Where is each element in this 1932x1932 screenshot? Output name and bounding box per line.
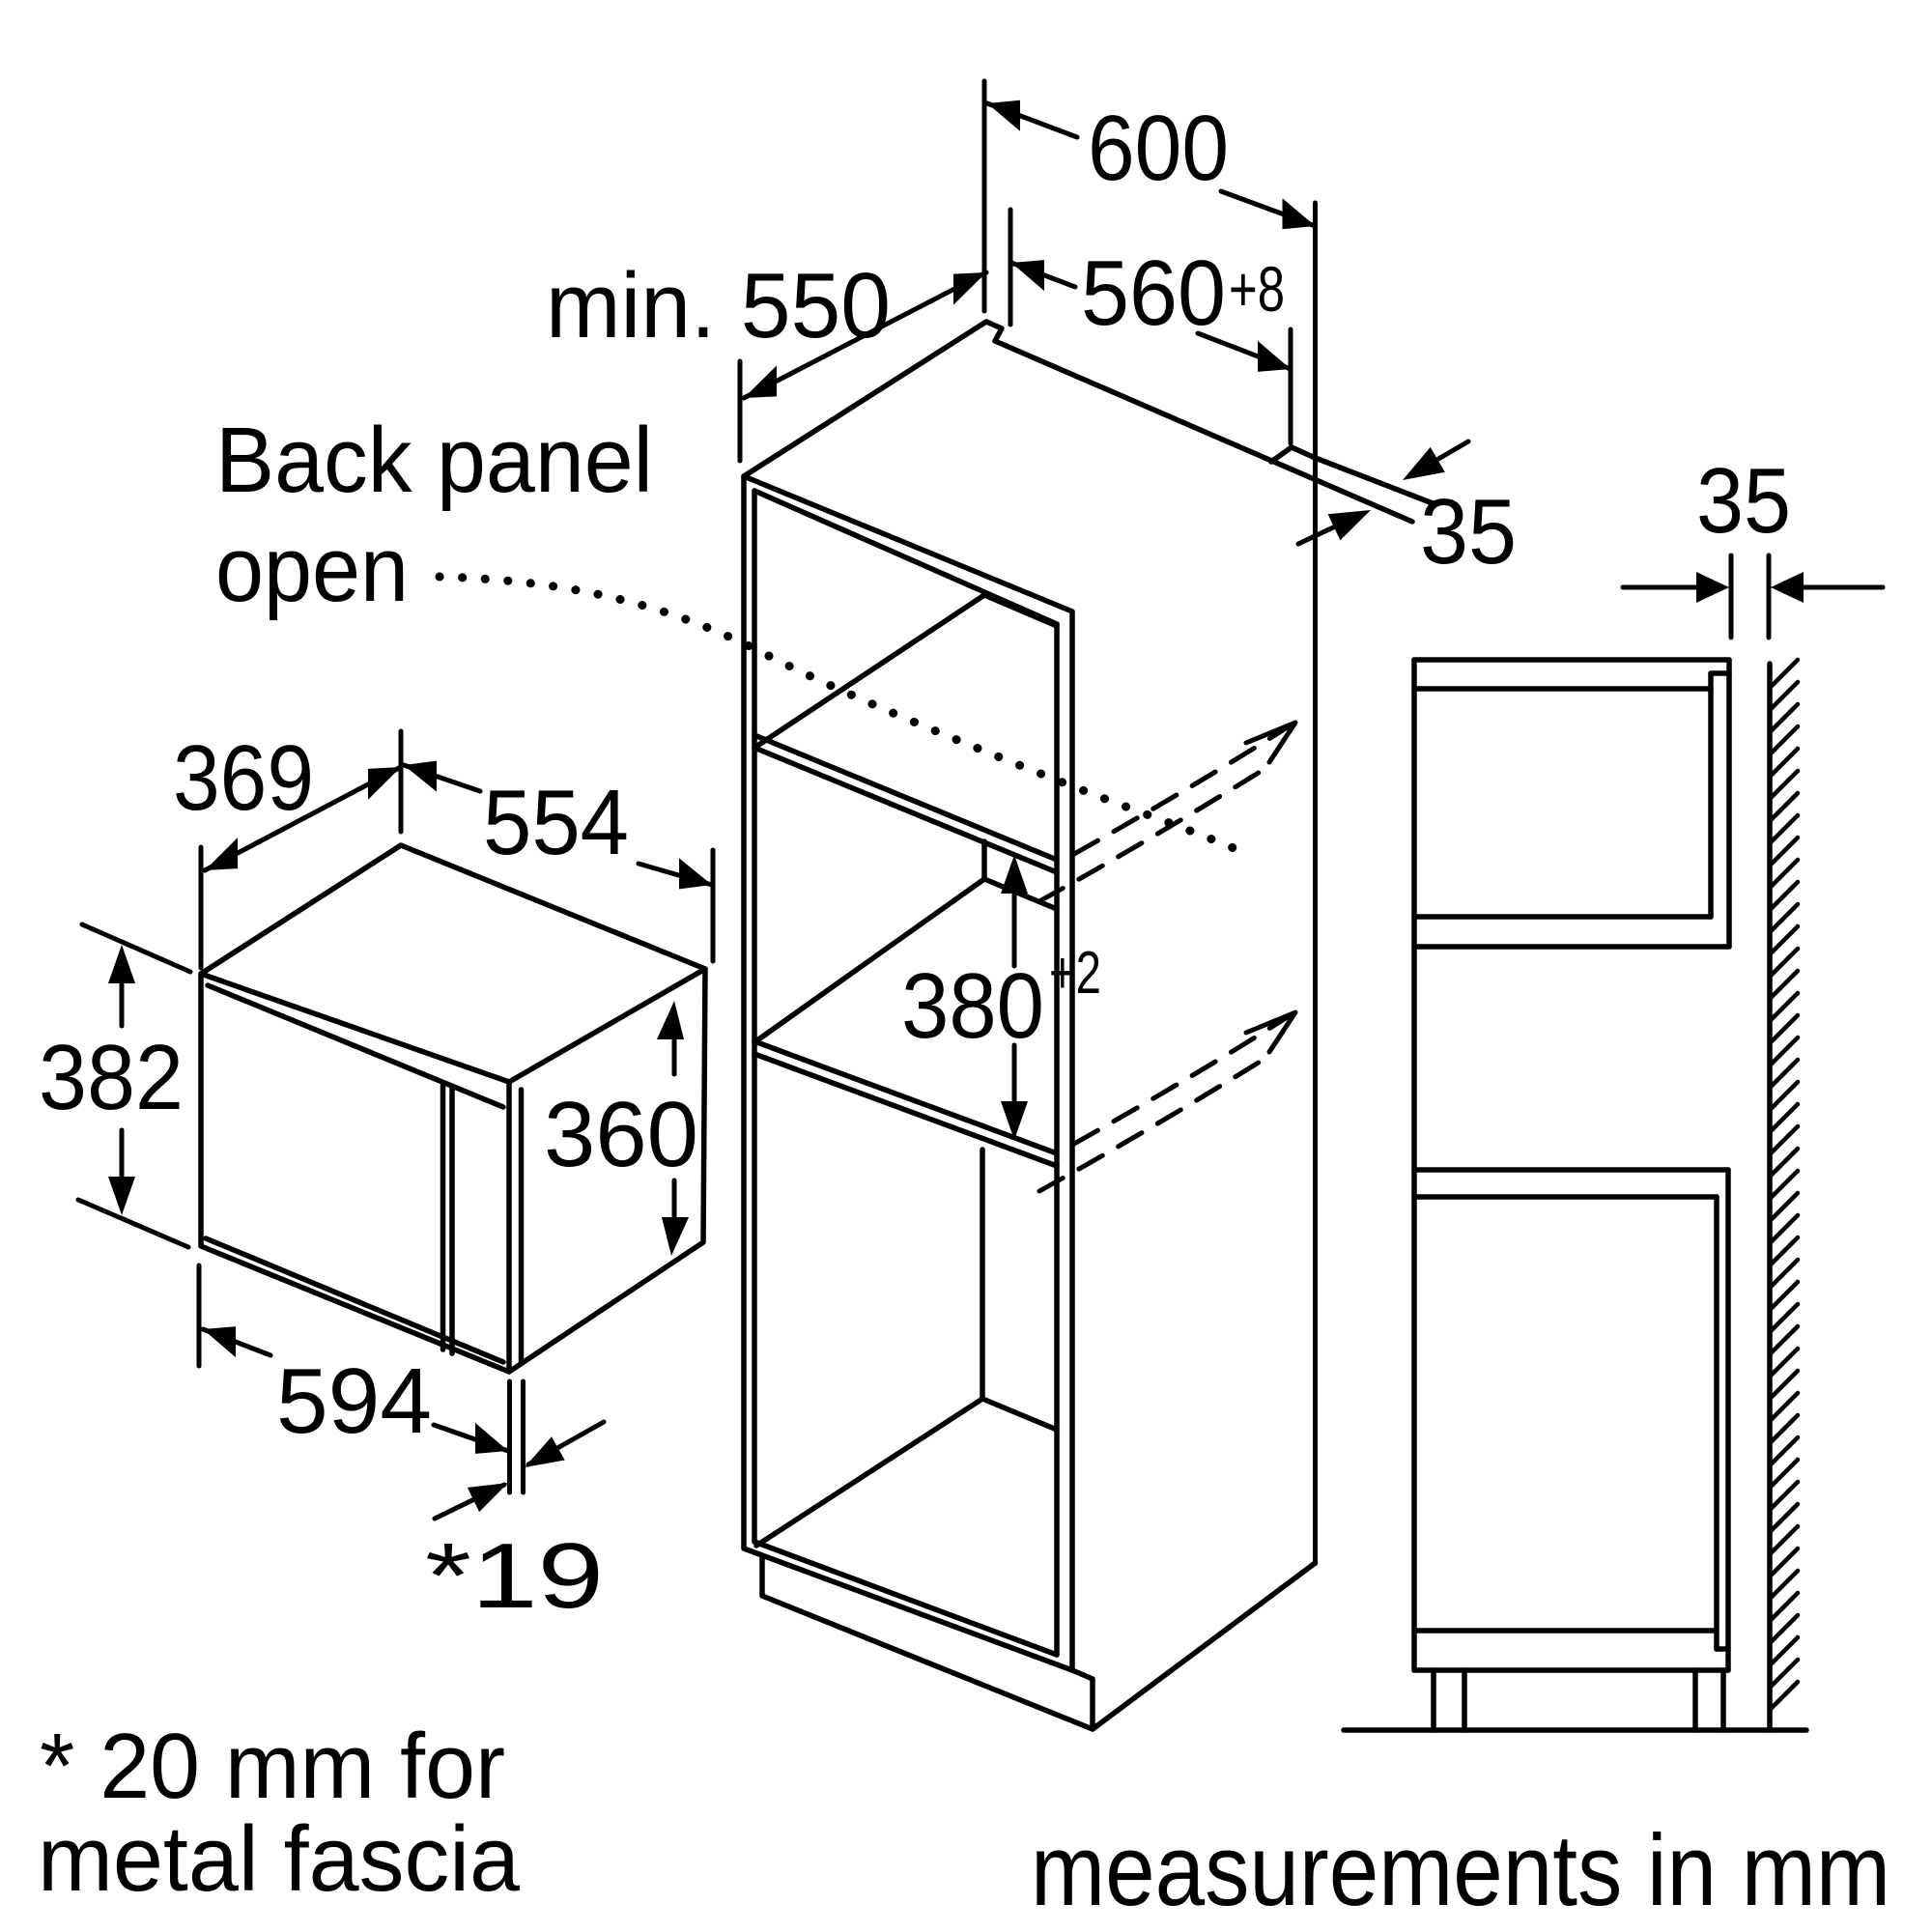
svg-text:560: 560: [1081, 242, 1226, 345]
svg-text:+2: +2: [1049, 940, 1101, 1007]
svg-text:382: 382: [39, 1026, 184, 1129]
svg-text:Back panel: Back panel: [215, 409, 653, 512]
svg-text:600: 600: [1088, 97, 1229, 200]
svg-text:measurements in mm: measurements in mm: [1031, 1814, 1890, 1927]
svg-text:360: 360: [544, 1083, 698, 1186]
svg-text:35: 35: [1420, 480, 1517, 583]
svg-text:554: 554: [483, 771, 629, 874]
svg-text:*19: *19: [425, 1524, 604, 1628]
svg-text:380: 380: [901, 954, 1044, 1058]
svg-text:min. 550: min. 550: [546, 254, 891, 357]
svg-text:35: 35: [1696, 449, 1791, 553]
svg-text:+8: +8: [1229, 253, 1285, 325]
svg-text:369: 369: [173, 726, 314, 830]
svg-text:open: open: [215, 518, 409, 621]
svg-text:metal fascia: metal fascia: [38, 1807, 521, 1911]
svg-text:594: 594: [276, 1350, 432, 1453]
svg-text:* 20 mm for: * 20 mm for: [40, 1715, 505, 1818]
